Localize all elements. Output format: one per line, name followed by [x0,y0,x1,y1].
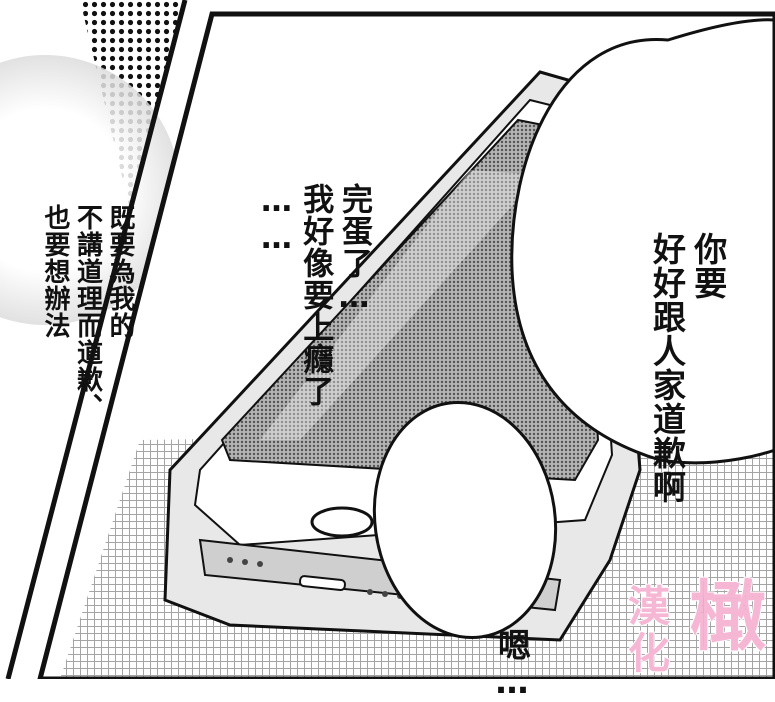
watermark-char-3: 化 [627,628,671,679]
home-button-icon [310,506,374,538]
thought-text: 完蛋了… 我好像要上癮了 …… [218,35,412,407]
speech-bubble-small [372,400,558,640]
watermark-char-1: 橄 [689,571,767,662]
bubble-large-text: 你要 好好跟人家道歉啊 [605,72,770,504]
thought-line-1: 完蛋了… [336,183,372,316]
left-caption: 既要為我的 不講道理而道歉、 也要想辦法 [6,80,169,420]
left-caption-line-3: 也要想辦法 [40,204,70,339]
left-panel [0,0,188,679]
thought-line-3: …… [258,183,295,257]
bubble-small-line-1: 嗯… [492,628,532,702]
watermark-char-2: 漢 [627,581,671,632]
bubble-large-line-2: 好好跟人家道歉啊 [647,232,687,504]
bubble-large-line-1: 你要 [688,232,728,300]
right-panel [37,11,775,679]
speech-bubble-large [510,18,775,465]
left-caption-line-2: 不講道理而道歉、 [72,204,103,420]
left-caption-line-1: 既要為我的 [105,204,135,339]
thought-line-2: 我好像要上癮了 [297,183,334,407]
bubble-small-text: 嗯… [450,468,574,702]
glow-circle [0,55,180,325]
